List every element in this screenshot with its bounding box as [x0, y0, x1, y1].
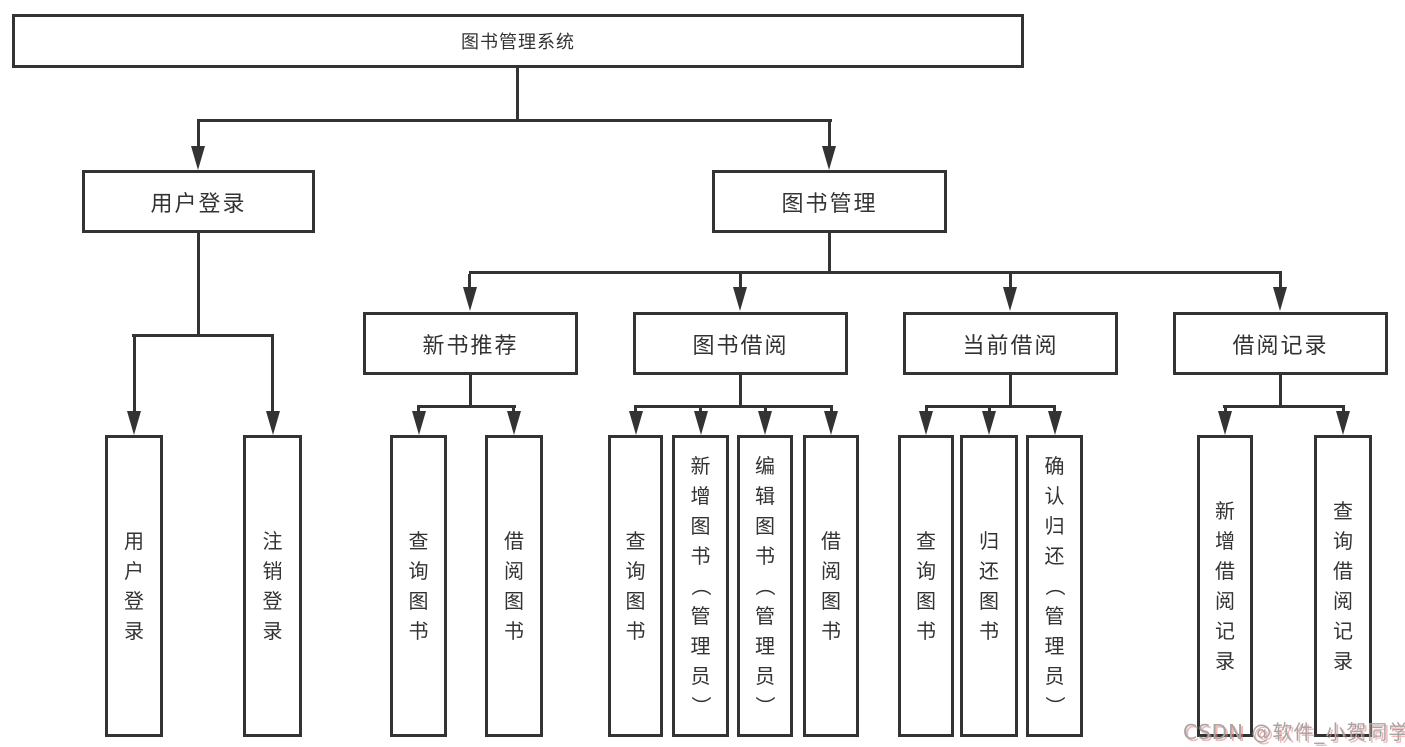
leaf-edit-books-admin: 编辑图书（管理员）: [737, 435, 793, 737]
connector-horizontal: [925, 405, 1056, 408]
node-label: 图书借阅: [692, 333, 789, 359]
leaf-borrow-books: 借阅图书: [803, 435, 859, 737]
arrowhead-down-icon: [507, 411, 521, 435]
connector-drop-user-login: [197, 122, 200, 148]
arrowhead-down-icon: [1218, 411, 1232, 435]
node-label: 确认归还（管理员）: [1042, 454, 1067, 716]
arrowhead-down-icon: [822, 146, 836, 170]
node-current-borrowing: 当前借阅: [903, 312, 1118, 375]
arrowhead-down-icon: [1048, 411, 1062, 435]
arrowhead-down-icon: [824, 411, 838, 435]
connector-root-horizontal: [197, 119, 832, 122]
arrowhead-down-icon: [1003, 287, 1017, 311]
node-library-system: 图书管理系统: [12, 14, 1024, 68]
arrowhead-down-icon: [412, 411, 426, 435]
node-label: 查询借阅记录: [1333, 499, 1353, 673]
leaf-add-books-admin: 新增图书（管理员）: [672, 435, 729, 737]
arrowhead-down-icon: [733, 287, 747, 311]
connector-drop-leaf: [133, 337, 136, 413]
arrowhead-down-icon: [1336, 411, 1350, 435]
connector-drop-level2: [1009, 274, 1012, 288]
node-label: 当前借阅: [962, 333, 1059, 359]
leaf-user-login: 用户登录: [105, 435, 163, 737]
leaf-query-borrow-record: 查询借阅记录: [1314, 435, 1372, 737]
arrowhead-down-icon: [694, 411, 708, 435]
node-label: 图书管理: [781, 191, 878, 217]
arrowhead-down-icon: [629, 411, 643, 435]
leaf-return-books: 归还图书: [960, 435, 1018, 737]
node-user-login: 用户登录: [82, 170, 315, 233]
connector-vertical: [1009, 375, 1012, 408]
connector-drop-level2: [1279, 274, 1282, 288]
arrowhead-down-icon: [266, 411, 280, 435]
connector-book-mgmt-horizontal: [469, 271, 1282, 274]
node-book-borrowing: 图书借阅: [633, 312, 848, 375]
node-label: 编辑图书（管理员）: [753, 454, 777, 716]
node-book-management: 图书管理: [712, 170, 947, 233]
node-label: 借阅图书: [504, 529, 524, 643]
arrowhead-down-icon: [127, 411, 141, 435]
connector-vertical: [739, 375, 742, 408]
node-new-book-recommend: 新书推荐: [363, 312, 578, 375]
connector-horizontal: [634, 405, 833, 408]
leaf-confirm-return-admin: 确认归还（管理员）: [1026, 435, 1083, 737]
node-label: 用户登录: [124, 529, 144, 643]
node-label: 新增图书（管理员）: [688, 454, 713, 716]
arrowhead-down-icon: [1273, 287, 1287, 311]
node-borrowing-records: 借阅记录: [1173, 312, 1388, 375]
connector-drop-book-management: [828, 122, 831, 148]
node-label: 借阅记录: [1232, 333, 1329, 359]
connector-horizontal: [1223, 405, 1345, 408]
connector-vertical: [1279, 375, 1282, 408]
connector-vertical: [469, 375, 472, 408]
node-label: 借阅图书: [821, 529, 841, 643]
node-label: 查询图书: [408, 529, 429, 643]
node-label: 用户登录: [150, 191, 247, 217]
arrowhead-down-icon: [463, 287, 477, 311]
watermark: CSDN @软件_小贺同学: [1183, 720, 1405, 744]
node-label: 新书推荐: [422, 333, 519, 359]
connector-drop-level2: [468, 274, 471, 288]
leaf-logout: 注销登录: [243, 435, 302, 737]
node-label: 归还图书: [979, 529, 999, 643]
node-label: 图书管理系统: [461, 32, 575, 53]
connector-drop-level2: [739, 274, 742, 288]
connector-horizontal: [417, 405, 516, 408]
node-label: 注销登录: [262, 529, 283, 643]
connector-drop-leaf: [271, 337, 274, 413]
leaf-query-books-current: 查询图书: [898, 435, 954, 737]
connector-root-vertical: [516, 66, 519, 119]
arrowhead-down-icon: [982, 411, 996, 435]
leaf-add-borrow-record: 新增借阅记录: [1197, 435, 1253, 737]
node-label: 查询图书: [916, 529, 936, 643]
leaf-query-books-borrow: 查询图书: [608, 435, 663, 737]
leaf-query-books-recommend: 查询图书: [390, 435, 447, 737]
node-label: 查询图书: [625, 529, 646, 643]
connector-user-login-vertical: [197, 233, 200, 337]
leaf-borrow-books-recommend: 借阅图书: [485, 435, 543, 737]
connector-user-login-horizontal: [132, 334, 274, 337]
arrowhead-down-icon: [191, 146, 205, 170]
arrowhead-down-icon: [758, 411, 772, 435]
connector-book-mgmt-vertical: [828, 233, 831, 274]
arrowhead-down-icon: [919, 411, 933, 435]
node-label: 新增借阅记录: [1215, 499, 1235, 673]
